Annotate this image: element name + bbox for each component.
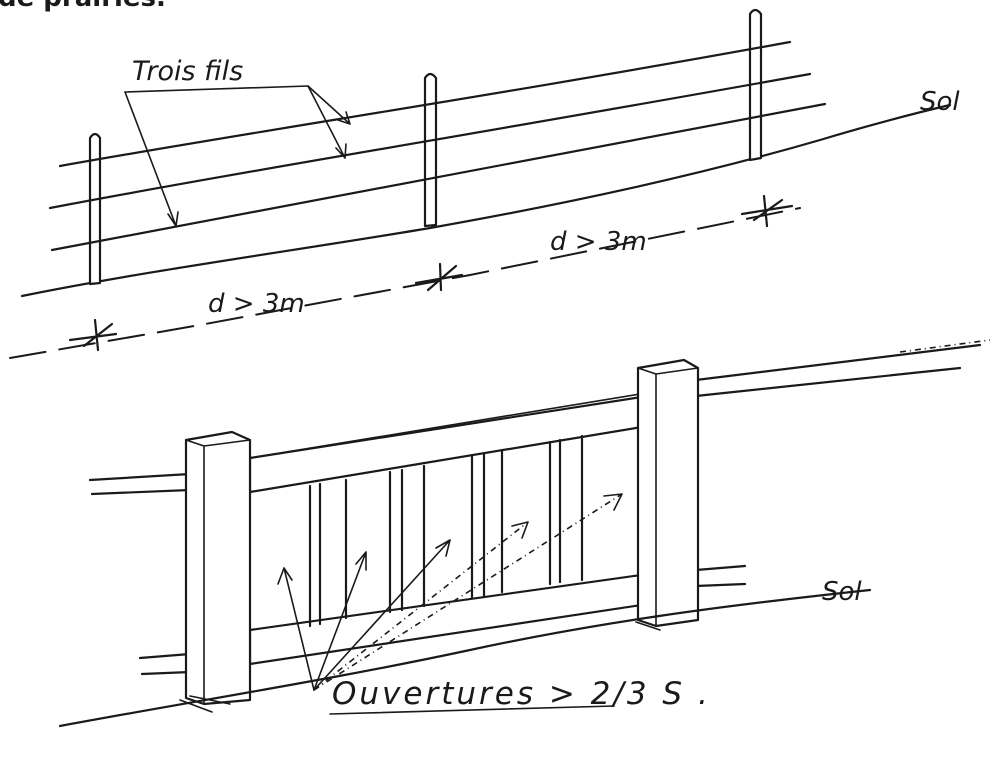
opening-arrow-4-head: [511, 521, 529, 539]
bottom-ground-line: [58, 588, 872, 728]
opening-arrow-4: [313, 521, 529, 691]
panel-post-left-edge: [185, 439, 251, 705]
panel-post-left: [184, 430, 252, 706]
wire-post-1: [88, 132, 102, 286]
bottom-ground-label: Sol: [822, 577, 862, 607]
opening-arrow-3: [313, 539, 451, 691]
wires-pointer-left: [124, 91, 179, 227]
wires-pointer-mid: [124, 85, 347, 159]
wires-label: Trois fils: [132, 56, 243, 87]
background-rail-upper-right: [694, 343, 982, 398]
wire-middle: [48, 72, 812, 210]
wire-fence-figure: Trois fils Sol d > 3m d > 3m: [9, 8, 960, 359]
header-fragment: de prairies.: [0, 0, 166, 13]
top-ground-line: [20, 103, 952, 298]
panel-slat-3: [470, 448, 504, 600]
openings-arrows: [277, 493, 623, 691]
panel-fence-figure: Sol Ouvertures > 2/3 S .: [58, 339, 991, 728]
ground-hatch-right: [635, 621, 661, 631]
ground-hatch-left: [179, 695, 231, 713]
panel-post-right-edge: [637, 367, 699, 627]
wire-bottom: [50, 102, 827, 252]
spacing-label-2: d > 3m: [550, 227, 647, 257]
panel-top-rail: [248, 394, 650, 494]
panel-slat-4: [548, 434, 584, 586]
spacing-tick-2: [414, 262, 464, 292]
openings-label-underline: [329, 705, 615, 715]
openings-label: Ouvertures > 2/3 S .: [332, 676, 711, 712]
opening-arrow-1: [277, 567, 315, 691]
opening-arrow-5: [313, 493, 623, 691]
opening-arrow-5-head: [603, 493, 623, 511]
opening-arrow-2: [313, 551, 367, 691]
background-rail-dotted: [899, 339, 991, 353]
background-rail-upper-left: [88, 472, 192, 496]
spacing-dimension-line: [9, 207, 801, 359]
spacing-tick-3: [740, 194, 794, 228]
wire-post-2: [423, 72, 438, 228]
background-rail-lower-right: [694, 564, 747, 588]
panel-slat-1: [308, 478, 348, 628]
panel-top-rail-edge: [249, 393, 641, 459]
background-rail-lower-left: [138, 652, 192, 676]
wires-pointer-right: [307, 85, 351, 125]
wire-top: [58, 40, 792, 168]
panel-post-right: [636, 358, 700, 628]
spacing-label-1: d > 3m: [208, 289, 305, 319]
panel-slat-2: [388, 464, 426, 614]
top-ground-label: Sol: [920, 87, 960, 117]
spacing-tick-1: [68, 318, 118, 352]
